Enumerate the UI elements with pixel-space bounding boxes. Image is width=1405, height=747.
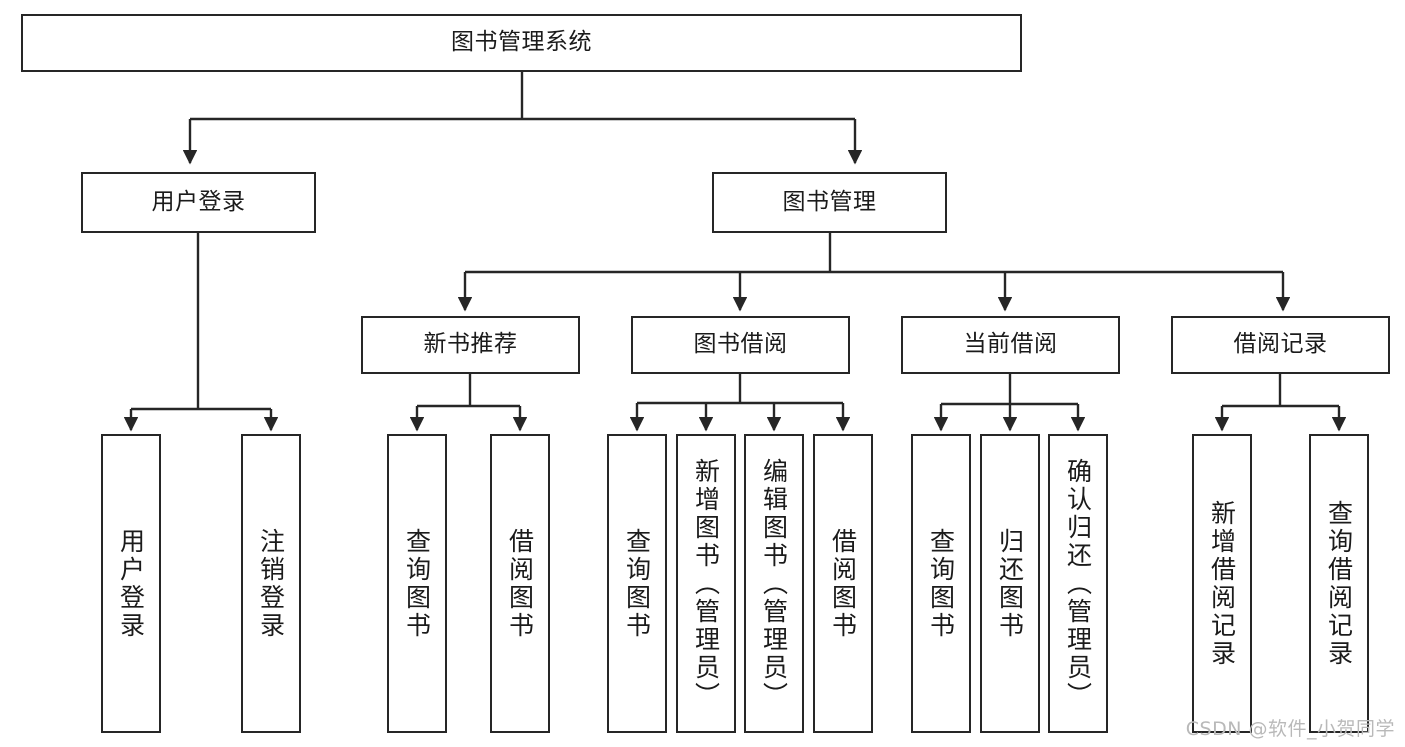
node-book-management[interactable]: 图书管理 bbox=[712, 172, 947, 233]
node-label: 查询图书 bbox=[926, 527, 956, 640]
node-label: 注销登录 bbox=[256, 527, 286, 640]
node-label: 查询图书 bbox=[402, 527, 432, 640]
node-label: 图书借阅 bbox=[693, 331, 788, 358]
node-label: 新书推荐 bbox=[423, 331, 518, 358]
leaf-newbook-borrow-book[interactable]: 借阅图书 bbox=[490, 434, 550, 733]
node-label: 查询借阅记录 bbox=[1324, 499, 1354, 668]
node-book-borrow[interactable]: 图书借阅 bbox=[631, 316, 850, 374]
leaf-borrow-borrow-book[interactable]: 借阅图书 bbox=[813, 434, 873, 733]
node-borrow-record[interactable]: 借阅记录 bbox=[1171, 316, 1390, 374]
node-label: 查询图书 bbox=[622, 527, 652, 640]
leaf-current-confirm-return-admin[interactable]: 确认归还（管理员） bbox=[1048, 434, 1108, 733]
node-label: 确认归还（管理员） bbox=[1063, 457, 1093, 710]
node-root-system[interactable]: 图书管理系统 bbox=[21, 14, 1022, 72]
leaf-current-query-book[interactable]: 查询图书 bbox=[911, 434, 971, 733]
node-label: 借阅记录 bbox=[1233, 331, 1328, 358]
leaf-record-add-record[interactable]: 新增借阅记录 bbox=[1192, 434, 1252, 733]
leaf-record-query-record[interactable]: 查询借阅记录 bbox=[1309, 434, 1369, 733]
leaf-borrow-edit-book-admin[interactable]: 编辑图书（管理员） bbox=[744, 434, 804, 733]
node-label: 新增图书（管理员） bbox=[691, 457, 721, 710]
node-new-book-recommend[interactable]: 新书推荐 bbox=[361, 316, 580, 374]
leaf-newbook-query-book[interactable]: 查询图书 bbox=[387, 434, 447, 733]
leaf-user-logout[interactable]: 注销登录 bbox=[241, 434, 301, 733]
node-label: 用户登录 bbox=[151, 188, 246, 215]
csdn-watermark: CSDN @软件_小贺同学 bbox=[1185, 718, 1395, 740]
node-label: 图书管理系统 bbox=[451, 29, 592, 56]
node-label: 借阅图书 bbox=[828, 527, 858, 640]
node-label: 用户登录 bbox=[116, 527, 146, 640]
leaf-borrow-add-book-admin[interactable]: 新增图书（管理员） bbox=[676, 434, 736, 733]
node-label: 新增借阅记录 bbox=[1207, 499, 1237, 668]
leaf-user-login[interactable]: 用户登录 bbox=[101, 434, 161, 733]
node-label: 编辑图书（管理员） bbox=[759, 457, 789, 710]
leaf-current-return-book[interactable]: 归还图书 bbox=[980, 434, 1040, 733]
node-label: 图书管理 bbox=[782, 188, 877, 215]
node-label: 当前借阅 bbox=[963, 331, 1058, 358]
node-current-borrow[interactable]: 当前借阅 bbox=[901, 316, 1120, 374]
node-user-login[interactable]: 用户登录 bbox=[81, 172, 316, 233]
node-label: 归还图书 bbox=[995, 527, 1025, 640]
leaf-borrow-query-book[interactable]: 查询图书 bbox=[607, 434, 667, 733]
node-label: 借阅图书 bbox=[505, 527, 535, 640]
